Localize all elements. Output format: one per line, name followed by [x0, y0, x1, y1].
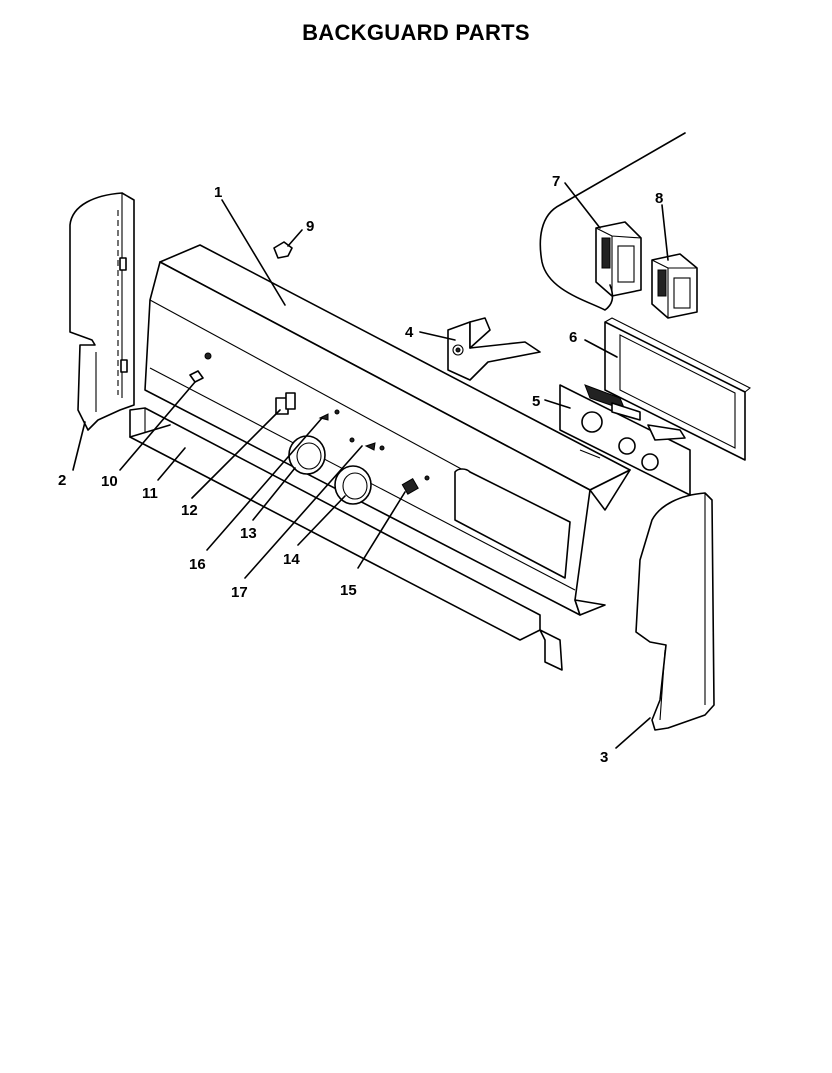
part-1-backguard-panel [144, 244, 631, 616]
callout-13: 13 [240, 525, 257, 542]
callout-5: 5 [532, 393, 540, 410]
callout-1: 1 [214, 184, 222, 201]
part-14-knob [334, 465, 372, 505]
callout-12: 12 [181, 502, 198, 519]
callout-11: 11 [142, 485, 158, 502]
callout-4: 4 [405, 324, 414, 341]
part-7-relay [595, 221, 642, 297]
part-5-control-board [559, 384, 691, 496]
callout-3: 3 [600, 749, 608, 766]
page-title: BACKGUARD PARTS [302, 20, 530, 45]
leader-lines [72, 182, 669, 749]
part-8-relay [651, 253, 698, 319]
part-12-switch [275, 392, 296, 415]
callout-9: 9 [306, 218, 314, 235]
callout-8: 8 [655, 190, 663, 207]
part-17-lamp [349, 437, 385, 451]
part-4-bracket [447, 317, 541, 381]
callout-16: 16 [189, 556, 206, 573]
callout-15: 15 [340, 582, 357, 599]
callout-10: 10 [101, 473, 118, 490]
wire-harness [539, 132, 686, 311]
callout-labels: 1 2 3 4 5 6 7 8 9 10 11 12 13 14 15 16 1… [58, 173, 663, 766]
callout-17: 17 [231, 584, 248, 601]
part-10-clip [189, 370, 204, 383]
part-3-right-end-cap [635, 492, 715, 731]
part-2-left-end-cap [69, 192, 135, 431]
part-6-frame [604, 317, 752, 461]
callout-7: 7 [552, 173, 560, 190]
callout-14: 14 [283, 551, 300, 568]
callout-6: 6 [569, 329, 577, 346]
callout-2: 2 [58, 472, 66, 489]
part-15-small-knob [401, 475, 430, 495]
